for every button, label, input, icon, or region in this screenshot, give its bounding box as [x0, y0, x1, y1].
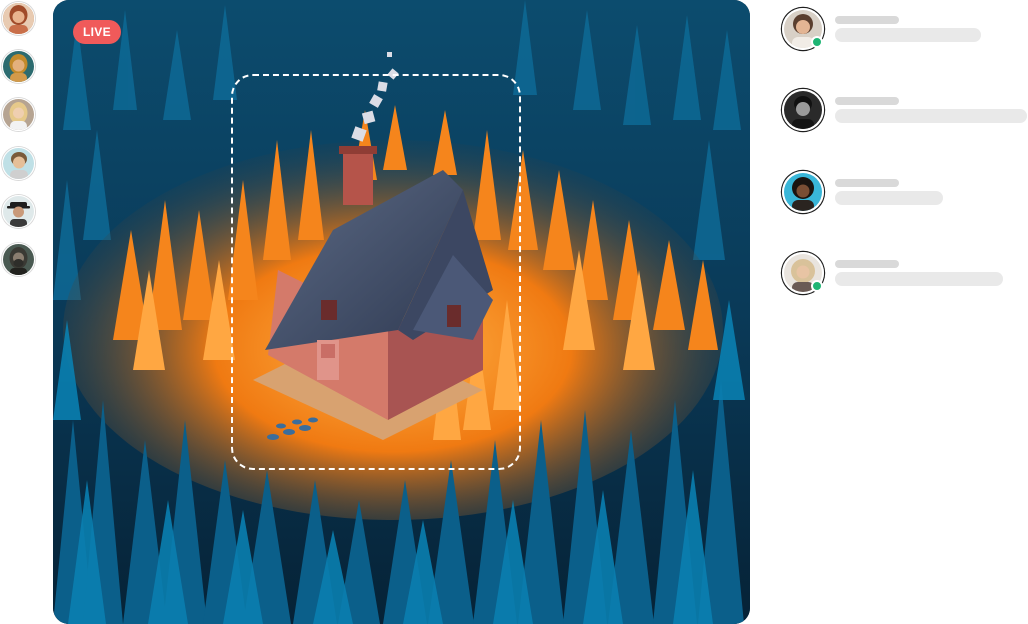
- participant-list: [780, 0, 1028, 624]
- name-placeholder: [835, 97, 899, 105]
- name-placeholder: [835, 260, 899, 268]
- viewer-avatar[interactable]: [2, 147, 35, 180]
- name-placeholder: [835, 179, 899, 187]
- viewer-avatar[interactable]: [2, 98, 35, 131]
- avatar-image: [784, 10, 822, 48]
- participant-avatar: [782, 8, 824, 50]
- live-video-stage[interactable]: LIVE: [53, 0, 750, 624]
- live-badge: LIVE: [73, 20, 121, 44]
- viewer-avatar[interactable]: [2, 195, 35, 228]
- message-placeholder: [835, 272, 1003, 286]
- avatar-image: [3, 148, 34, 179]
- video-frame: [53, 0, 750, 624]
- viewer-avatar[interactable]: [2, 2, 35, 35]
- message-placeholder: [835, 191, 943, 205]
- participant-item[interactable]: [780, 8, 1028, 52]
- avatar-image: [3, 51, 34, 82]
- avatar-image: [3, 196, 34, 227]
- online-status-indicator: [811, 36, 823, 48]
- message-placeholder: [835, 109, 1027, 123]
- participant-item[interactable]: [780, 252, 1028, 296]
- viewer-avatar[interactable]: [2, 50, 35, 83]
- viewer-avatar[interactable]: [2, 243, 35, 276]
- avatar-image: [3, 3, 34, 34]
- avatar-image: [784, 91, 822, 129]
- avatar-image: [3, 244, 34, 275]
- avatar-image: [784, 173, 822, 211]
- avatar-image: [3, 99, 34, 130]
- participant-avatar: [782, 171, 824, 213]
- online-status-indicator: [811, 280, 823, 292]
- name-placeholder: [835, 16, 899, 24]
- participant-item[interactable]: [780, 171, 1028, 215]
- message-placeholder: [835, 28, 981, 42]
- participant-item[interactable]: [780, 89, 1028, 133]
- participant-avatar: [782, 89, 824, 131]
- face-focus-frame: [231, 74, 521, 470]
